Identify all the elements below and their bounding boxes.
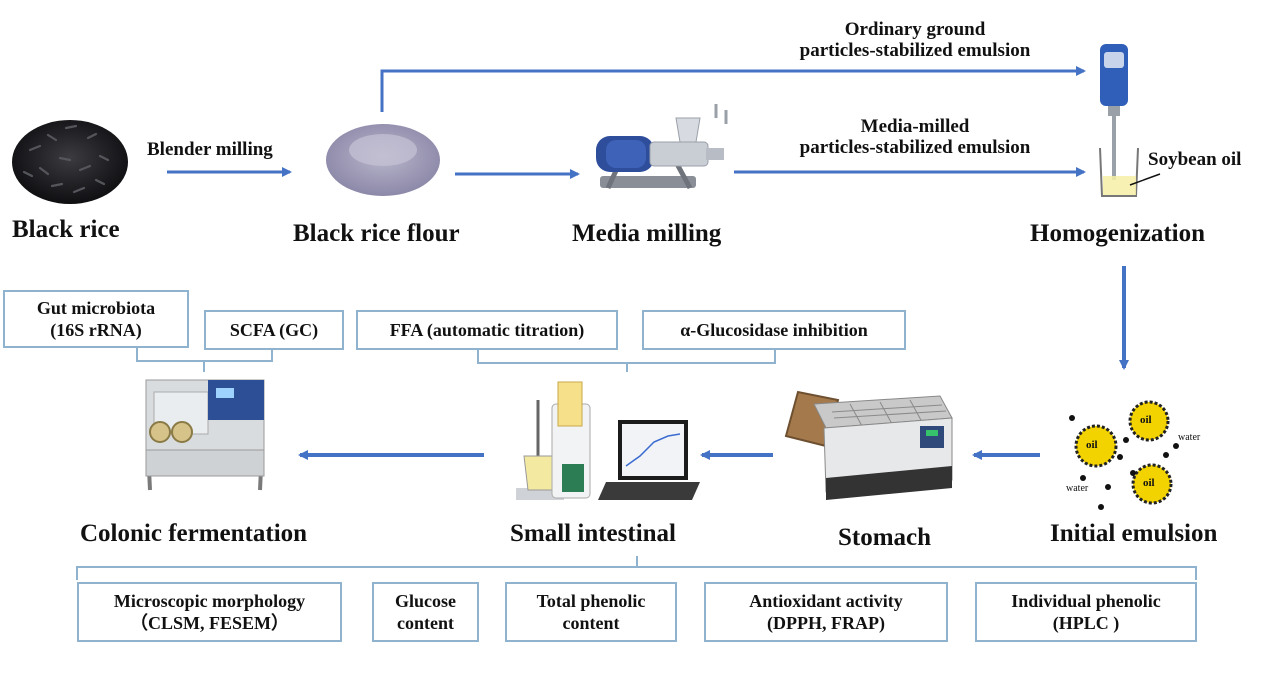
- antiox-line1: Antioxidant activity: [749, 590, 903, 611]
- individual-line2: (HPLC ): [1052, 613, 1120, 633]
- homogenizer-image: [1099, 44, 1161, 197]
- box-glucose-content: Glucose content: [372, 582, 479, 642]
- box-gut-microbiota: Gut microbiota (16S rRNA): [3, 290, 189, 348]
- emulsion-oil-label-1: oil: [1086, 439, 1098, 451]
- black-rice-image: [12, 120, 128, 204]
- box-scfa: SCFA (GC): [204, 310, 344, 350]
- label-media-line1: Media-milled: [860, 116, 970, 137]
- individual-line1: Individual phenolic: [1011, 590, 1161, 611]
- label-blender-milling: Blender milling: [147, 139, 273, 160]
- box-antioxidant-activity: Antioxidant activity (DPPH, FRAP): [704, 582, 948, 642]
- media-mill-machine-image: [596, 104, 728, 190]
- label-ordinary-ground: Ordinary ground particles-stabilized emu…: [775, 19, 1055, 62]
- label-ordinary-line2: particles-stabilized emulsion: [799, 39, 1031, 61]
- glucosidase-text: α-Glucosidase inhibition: [680, 319, 868, 340]
- gut-line1: Gut microbiota: [36, 297, 156, 318]
- anaerobic-chamber-image: [145, 379, 265, 491]
- stage-initial-emulsion: Initial emulsion: [1050, 520, 1218, 547]
- stage-small-intestinal: Small intestinal: [510, 520, 676, 547]
- label-soybean-oil: Soybean oil: [1148, 149, 1242, 170]
- bracket-bottom-analyses: [76, 556, 1197, 580]
- box-microscopic-morphology: Microscopic morphology （CLSM, FESEM）: [77, 582, 342, 642]
- emulsion-oil-label-3: oil: [1143, 477, 1155, 489]
- label-ordinary-line1: Ordinary ground: [844, 19, 986, 40]
- stage-homogenization: Homogenization: [1030, 220, 1205, 247]
- stage-black-rice: Black rice: [12, 216, 120, 243]
- phenolic-line1: Total phenolic: [536, 590, 646, 611]
- emulsion-water-label-2: water: [1066, 483, 1089, 494]
- scfa-text: SCFA (GC): [229, 319, 319, 340]
- glucose-line1: Glucose: [395, 590, 456, 611]
- label-media-milled: Media-milled particles-stabilized emulsi…: [775, 116, 1055, 159]
- box-individual-phenolic: Individual phenolic (HPLC ): [975, 582, 1197, 642]
- stage-media-milling: Media milling: [572, 220, 722, 247]
- titrator-laptop-image: [516, 381, 700, 500]
- emulsion-water-label-1: water: [1178, 432, 1201, 443]
- emulsion-droplets-image: [1069, 400, 1179, 510]
- micro-line1: Microscopic morphology: [113, 590, 306, 611]
- phenolic-line2: content: [562, 613, 620, 633]
- bracket-small-intestinal: [477, 350, 776, 372]
- box-total-phenolic: Total phenolic content: [505, 582, 677, 642]
- micro-line2: （CLSM, FESEM）: [129, 613, 289, 633]
- emulsion-oil-label-2: oil: [1140, 414, 1152, 426]
- arrow-ordinary-ground: [380, 66, 1086, 112]
- antiox-line2: (DPPH, FRAP): [767, 613, 885, 633]
- ffa-text: FFA (automatic titration): [389, 319, 585, 340]
- bracket-colonic: [136, 348, 273, 372]
- water-bath-image: [784, 390, 953, 500]
- box-glucosidase: α-Glucosidase inhibition: [642, 310, 906, 350]
- stage-black-rice-flour: Black rice flour: [293, 220, 460, 247]
- label-media-line2: particles-stabilized emulsion: [799, 136, 1031, 158]
- stage-colonic-fermentation: Colonic fermentation: [80, 520, 308, 547]
- glucose-line2: content: [397, 613, 454, 633]
- stage-stomach: Stomach: [838, 524, 932, 551]
- gut-line2: (16S rRNA): [50, 320, 142, 340]
- black-rice-flour-image: [326, 124, 440, 196]
- box-ffa: FFA (automatic titration): [356, 310, 618, 350]
